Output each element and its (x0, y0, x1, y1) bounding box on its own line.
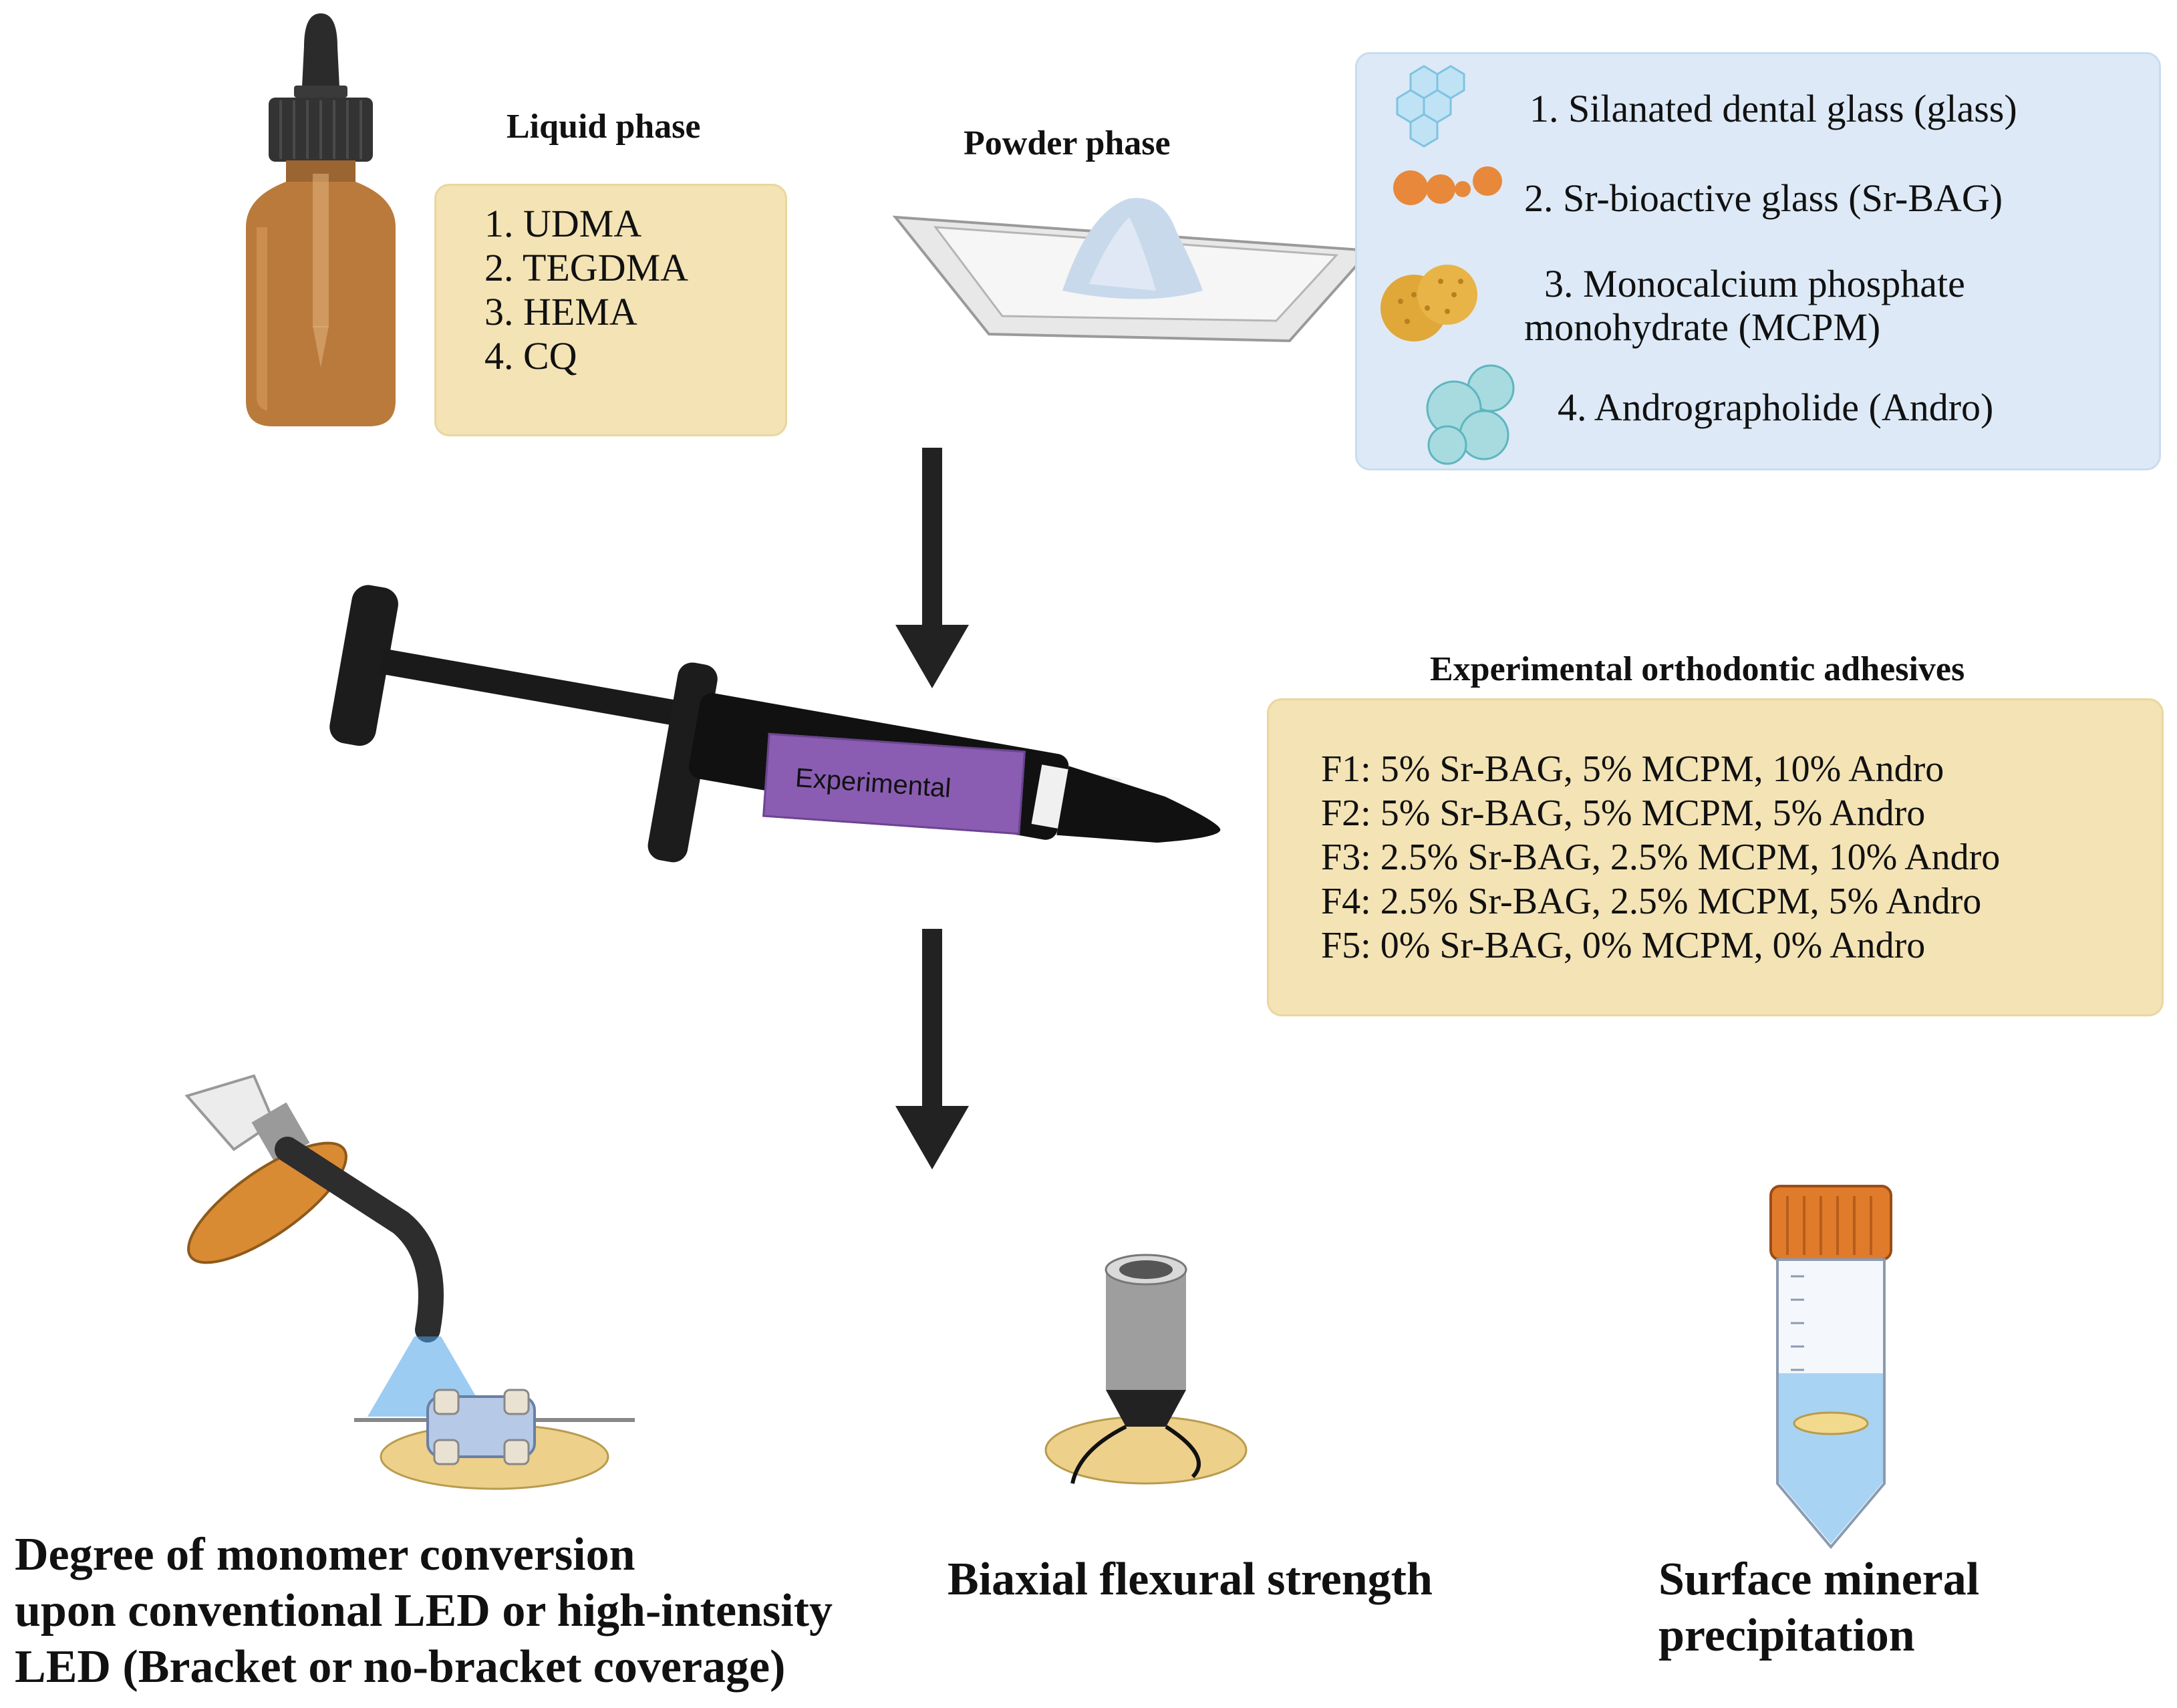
formulation-item: F2: 5% Sr-BAG, 5% MCPM, 5% Andro (1321, 793, 1926, 834)
liquid-item: 1. UDMA (484, 202, 642, 245)
mineral-caption: Surface mineral precipitation (1658, 1552, 1979, 1664)
centrifuge-tube-icon (1769, 1185, 1892, 1550)
syringe: Experimental (287, 585, 1236, 922)
glass-crystal-icon (1396, 65, 1465, 148)
andro-crystal-icon (1426, 364, 1515, 465)
caption-line: LED (Bracket or no-bracket coverage) (15, 1641, 786, 1693)
liquid-phase-heading: Liquid phase (506, 108, 701, 146)
powder-item: 1. Silanated dental glass (glass) (1530, 87, 2017, 130)
powder-item: 2. Sr-bioactive glass (Sr-BAG) (1524, 176, 2003, 220)
powder-phase-box: 1. Silanated dental glass (glass) 2. Sr-… (1355, 52, 2161, 470)
formulation-item: F1: 5% Sr-BAG, 5% MCPM, 10% Andro (1321, 748, 1944, 790)
formulation-item: F3: 2.5% Sr-BAG, 2.5% MCPM, 10% Andro (1321, 837, 2001, 878)
curing-light-icon (184, 1074, 635, 1490)
liquid-phase-box: 1. UDMA 2. TEGDMA 3. HEMA 4. CQ (434, 184, 787, 436)
caption-line: Surface mineral (1658, 1554, 1980, 1605)
formulation-item: F5: 0% Sr-BAG, 0% MCPM, 0% Andro (1321, 925, 1926, 966)
arrow-down-icon (895, 929, 969, 1169)
flexural-tester-icon (1044, 1254, 1248, 1485)
adhesives-heading: Experimental orthodontic adhesives (1430, 650, 1965, 688)
formulation-item: F4: 2.5% Sr-BAG, 2.5% MCPM, 5% Andro (1321, 881, 1982, 922)
liquid-item: 3. HEMA (484, 290, 637, 333)
powder-item: 3. Monocalcium phosphate (1544, 262, 1965, 305)
caption-line: Degree of monomer conversion (15, 1529, 635, 1580)
mcpm-particles-icon (1381, 265, 1477, 341)
powder-item: monohydrate (MCPM) (1524, 305, 1881, 349)
caption-line: Biaxial flexural strength (948, 1554, 1433, 1605)
dropper-bottle-icon (246, 13, 396, 426)
adhesives-box: F1: 5% Sr-BAG, 5% MCPM, 10% Andro F2: 5%… (1267, 698, 2164, 1016)
liquid-item: 4. CQ (484, 334, 577, 378)
caption-line: upon conventional LED or high-intensity (15, 1585, 833, 1636)
syringe-icon (329, 585, 1221, 863)
arrow-down-icon (895, 448, 969, 688)
powder-phase-heading: Powder phase (964, 124, 1171, 162)
powder-tray-icon (892, 198, 1373, 343)
powder-item: 4. Andrographolide (Andro) (1558, 386, 1994, 429)
flexural-caption: Biaxial flexural strength (948, 1552, 1433, 1608)
liquid-item: 2. TEGDMA (484, 246, 689, 289)
caption-line: precipitation (1658, 1610, 1915, 1661)
sr-bag-particles-icon (1393, 166, 1502, 205)
conversion-caption: Degree of monomer conversion upon conven… (15, 1527, 833, 1695)
